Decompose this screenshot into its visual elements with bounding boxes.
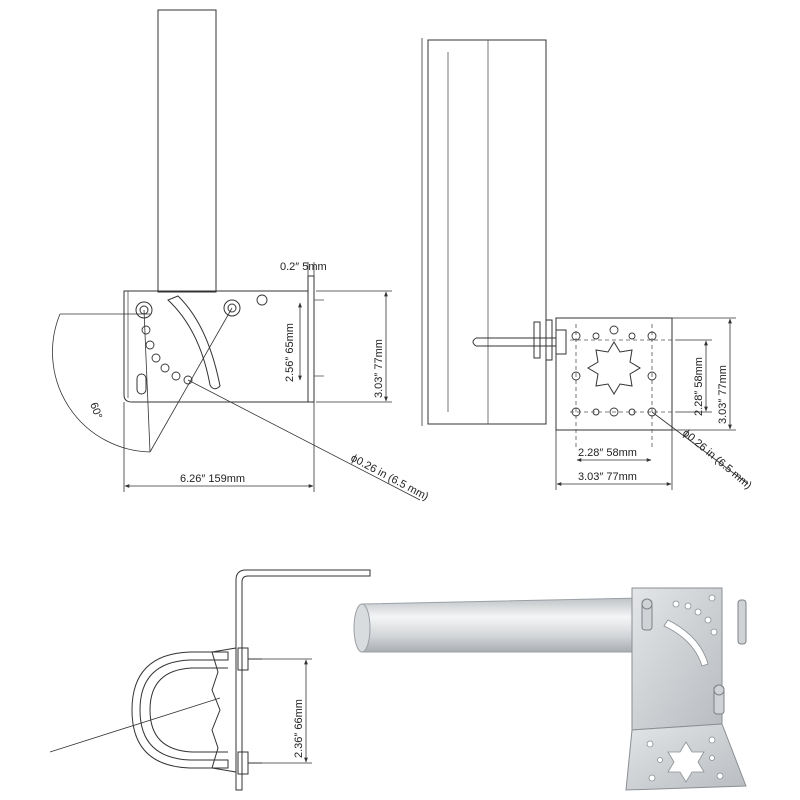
plate-height-v-label: 3.03″ 77mm — [717, 365, 729, 424]
clamp-height-label: 2.36″ 66mm — [293, 699, 305, 758]
plate-height-label: 3.03″ 77mm — [373, 339, 385, 398]
render-pipe — [356, 597, 641, 653]
angle-flange — [307, 275, 315, 403]
slot-height-label: 2.56″ 65mm — [284, 323, 296, 382]
angle-arc — [52, 313, 151, 453]
square-plate — [555, 317, 673, 431]
clamp-saddle — [211, 647, 237, 773]
width-label: 6.26″ 159mm — [180, 473, 245, 485]
curved-slot — [167, 295, 221, 390]
u-bolt — [131, 651, 229, 769]
oblong-hole — [136, 373, 147, 395]
star-cutout — [587, 341, 641, 395]
hole-diameter-label: ϕ0.26 in (6.5 mm) — [349, 452, 431, 503]
plate-width-label: 3.03″ 77mm — [578, 471, 637, 483]
product-render — [353, 587, 747, 791]
pipe-front — [427, 39, 547, 425]
l-angle — [235, 569, 371, 791]
clamp-view: 2.36″ 66mm — [49, 569, 371, 791]
mount-hole — [256, 294, 268, 306]
front-view: 2.28″ 58mm 3.03″ 77mm 2.28″ 58mm 3.03″ 7… — [421, 38, 754, 492]
front-hole-diameter-label: ϕ0.26 in (6.5 mm) — [680, 427, 754, 492]
bolt-top-right — [223, 299, 241, 317]
angle-holes — [141, 325, 193, 385]
mast-tube — [157, 9, 217, 293]
thickness-label: 0.2″ 5mm — [280, 261, 327, 273]
angle-label: 60° — [87, 401, 104, 421]
side-view: 60° 0.2″ 5mm 2.56″ 65mm 3.03″ 77mm 6.26″… — [52, 9, 431, 503]
hole-spacing-h-label: 2.28″ 58mm — [578, 447, 637, 459]
plate-holes — [571, 325, 657, 417]
hole-spacing-v-label: 2.28″ 58mm — [693, 357, 705, 416]
bracket-plate — [123, 290, 309, 403]
render-bolts — [641, 598, 747, 715]
